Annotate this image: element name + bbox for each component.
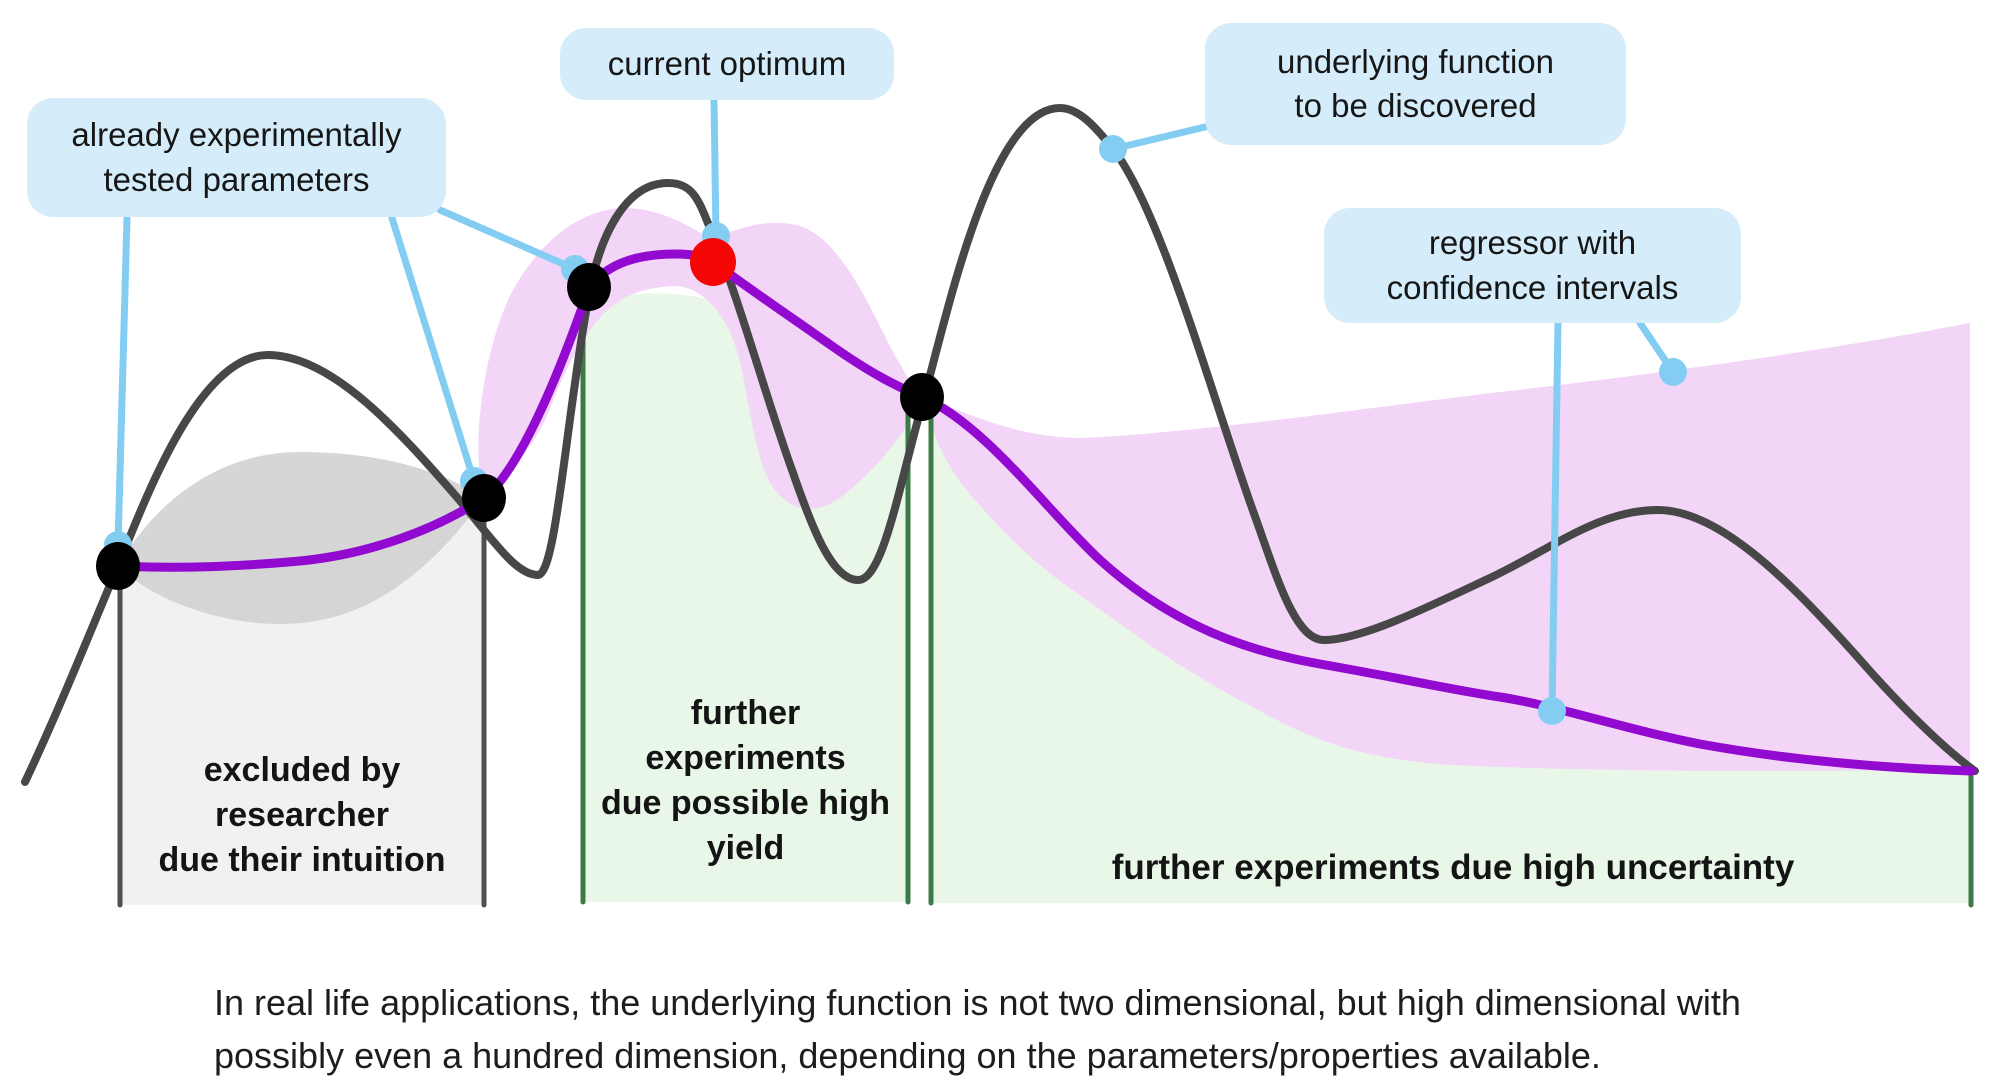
connector-tested-left bbox=[114, 214, 131, 549]
confidence-band bbox=[478, 208, 1970, 771]
current-optimum-dot bbox=[690, 238, 736, 286]
high-uncertainty-region-label: further experiments due high uncertainty bbox=[1111, 848, 1795, 887]
marker-dot bbox=[1538, 697, 1566, 725]
connector-underlying bbox=[1109, 123, 1209, 153]
marker-dot bbox=[1659, 358, 1687, 386]
connector-optimum bbox=[710, 96, 720, 240]
excluded-uncertainty-blob bbox=[118, 452, 484, 625]
connector-tested-right bbox=[436, 206, 579, 273]
green-region-borders bbox=[580, 300, 1974, 908]
tested-point-dot bbox=[900, 373, 944, 421]
tested-point-dot bbox=[462, 474, 506, 522]
tested-point-dot bbox=[567, 263, 611, 311]
high-uncertainty-region-fill bbox=[931, 405, 1971, 903]
excluded-region-label: excluded by researcher due their intuiti… bbox=[158, 751, 446, 879]
callout-regressor: regressor with confidence intervals bbox=[1324, 208, 1741, 323]
underlying-function-curve bbox=[21, 103, 1979, 786]
marker-dot bbox=[1099, 135, 1127, 163]
tested-parameter-dots bbox=[96, 263, 944, 590]
excluded-region-borders bbox=[117, 497, 487, 908]
callout-tested-parameters: already experimentally tested parameters bbox=[27, 98, 446, 217]
callout-current-optimum: current optimum bbox=[560, 28, 894, 100]
connector-regressor-line bbox=[1548, 318, 1562, 715]
high-yield-region-label: further experiments due possible high yi… bbox=[600, 694, 891, 867]
figure-caption: In real life applications, the underlyin… bbox=[214, 982, 1741, 1077]
tested-point-dot bbox=[96, 542, 140, 590]
callout-underlying-function: underlying function to be discovered bbox=[1205, 23, 1626, 145]
connector-tested-mid bbox=[388, 214, 478, 485]
